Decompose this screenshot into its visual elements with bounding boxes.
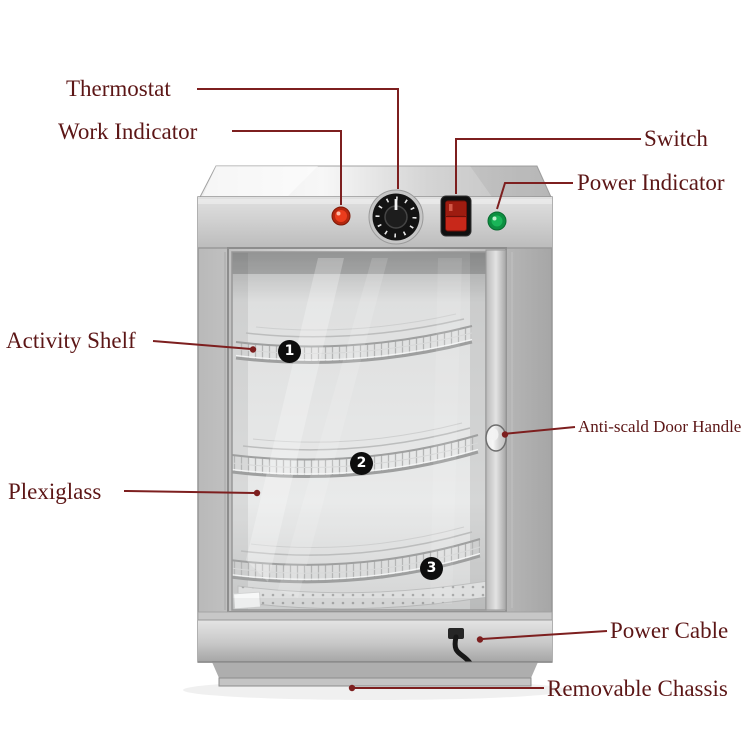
connector-work-indicator <box>232 130 342 205</box>
connector-door-handle <box>502 426 576 435</box>
label-switch: Switch <box>644 126 708 151</box>
sticker <box>233 591 262 610</box>
cabinet-top <box>199 165 552 198</box>
shelf-marker-3: 3 <box>420 557 443 580</box>
label-anti-scald-door-handle: Anti-scald Door Handle <box>578 417 742 436</box>
connector-power-cable <box>481 630 608 640</box>
power-cable <box>448 628 473 666</box>
connector-switch <box>455 138 641 194</box>
thermostat-knob <box>368 189 424 245</box>
door-handle <box>485 424 507 452</box>
connector-plexiglass <box>123 490 256 494</box>
label-power-cable: Power Cable <box>610 618 729 643</box>
connector-activity-shelf <box>152 340 252 350</box>
work-indicator-light <box>331 206 351 226</box>
label-removable-chassis: Removable Chassis <box>547 676 728 701</box>
base-band <box>197 611 553 663</box>
glass-pane <box>231 251 487 611</box>
shelf-marker-1: 1 <box>278 340 301 363</box>
connector-lines <box>123 88 641 689</box>
connector-dots <box>249 346 509 692</box>
label-work-indicator: Work Indicator <box>58 119 198 144</box>
power-indicator-light <box>487 211 507 231</box>
connector-power-indicator <box>496 182 573 210</box>
label-activity-shelf: Activity Shelf <box>6 328 136 353</box>
shelf-marker-2: 2 <box>350 452 373 475</box>
connector-thermostat <box>197 88 399 189</box>
label-power-indicator: Power Indicator <box>577 170 725 195</box>
label-thermostat: Thermostat <box>66 76 171 101</box>
power-switch <box>440 195 472 237</box>
removable-chassis <box>212 661 538 687</box>
perforated-floor <box>237 580 486 610</box>
label-plexiglass: Plexiglass <box>8 479 102 504</box>
wire-shelf-3 <box>232 526 481 584</box>
